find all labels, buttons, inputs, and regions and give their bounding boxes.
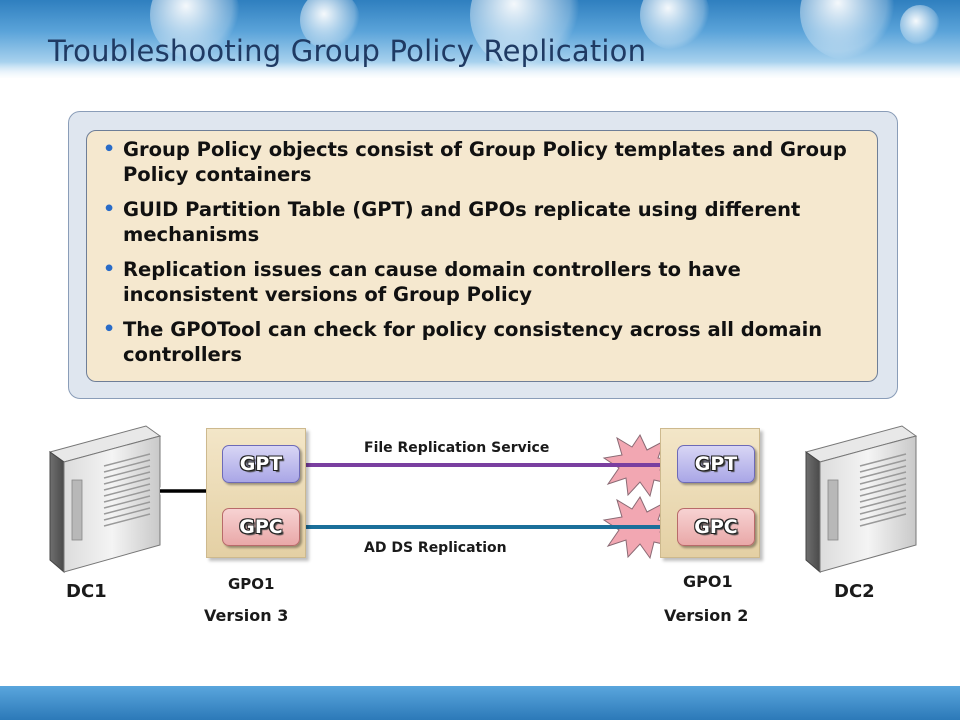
dc1-label: DC1 — [66, 581, 107, 602]
frs-label: File Replication Service — [364, 440, 550, 456]
bullet-item: Replication issues can cause domain cont… — [101, 257, 861, 307]
bullet-item: GUID Partition Table (GPT) and GPOs repl… — [101, 197, 861, 247]
gpc-badge-right: GPC — [677, 508, 755, 546]
server-icon — [48, 425, 162, 574]
gpo-version-left: Version 3 — [204, 606, 289, 625]
gpt-badge-right: GPT — [677, 445, 755, 483]
dc2-label: DC2 — [834, 581, 875, 602]
bullet-panel: Group Policy objects consist of Group Po… — [86, 130, 878, 382]
gpo-name-right: GPO1 — [683, 572, 733, 591]
gpo-name-left: GPO1 — [228, 575, 275, 593]
bullet-item: The GPOTool can check for policy consist… — [101, 317, 861, 367]
page-title: Troubleshooting Group Policy Replication — [48, 34, 647, 68]
bullet-item: Group Policy objects consist of Group Po… — [101, 137, 861, 187]
gpc-badge-left: GPC — [222, 508, 300, 546]
gpo-version-right: Version 2 — [664, 606, 749, 625]
bullet-list: Group Policy objects consist of Group Po… — [101, 137, 861, 367]
footer-banner — [0, 686, 960, 720]
adds-label: AD DS Replication — [364, 540, 507, 556]
server-icon — [804, 425, 918, 574]
gpt-badge-left: GPT — [222, 445, 300, 483]
header-fade — [0, 62, 960, 80]
